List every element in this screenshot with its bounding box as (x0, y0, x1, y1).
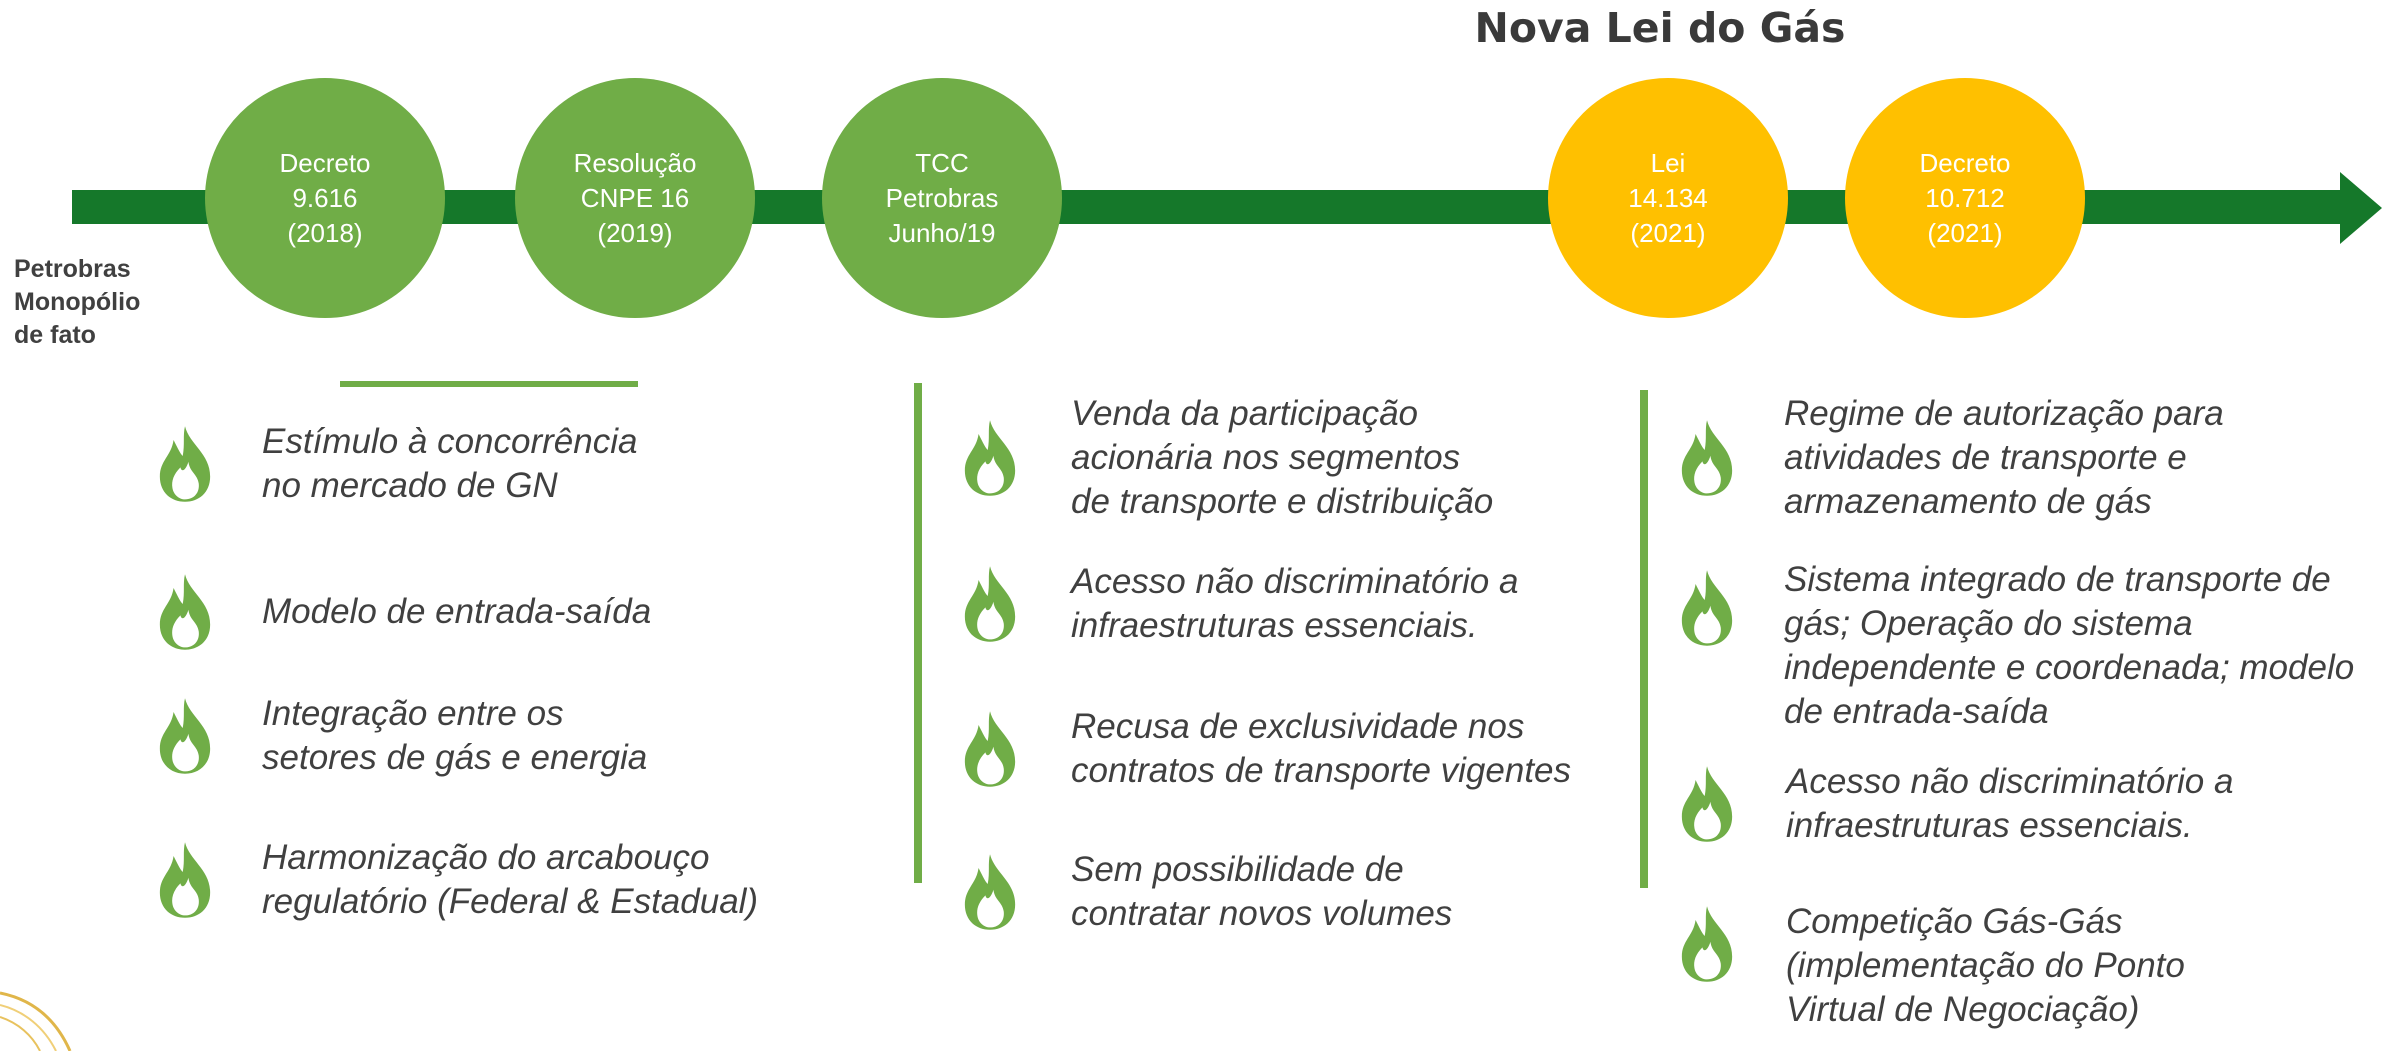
milestone-line: 9.616 (292, 182, 358, 213)
arrow-right-icon (2340, 172, 2382, 244)
start-label-line: de fato (14, 321, 96, 349)
item-text: Estímulo à concorrência no mercado de GN (262, 420, 637, 508)
start-label-line: Petrobras (14, 255, 131, 283)
list-item: Integração entre os setores de gás e ene… (150, 692, 647, 780)
flame-icon (1681, 420, 1733, 496)
start-label-line: Monopólio (14, 288, 141, 316)
item-text-line: contratos de transporte vigentes (1071, 751, 1572, 790)
item-text-line: Virtual de Negociação) (1786, 990, 2140, 1029)
item-text-line: Venda da participação (1071, 394, 1419, 433)
item-text-line: gás; Operação do sistema (1784, 604, 2193, 643)
milestone-line: Petrobras (885, 182, 999, 213)
item-text-line: infraestruturas essenciais. (1786, 806, 2193, 845)
list-item: Recusa de exclusividade nos contratos de… (955, 705, 1571, 793)
flame-icon (1681, 570, 1733, 646)
milestone-line: (2021) (1630, 217, 1706, 248)
item-text-line: Acesso não discriminatório a (1786, 762, 2234, 801)
item-text-line: regulatório (Federal & Estadual) (262, 882, 759, 921)
milestone-line: Decreto (279, 147, 371, 178)
timeline-start-label: Petrobras Monopólio de fato (14, 253, 140, 352)
page-title: Nova Lei do Gás (1474, 4, 1846, 52)
item-text-line: de entrada-saída (1784, 692, 2049, 731)
milestone-line: 10.712 (1925, 182, 2005, 213)
milestone-decreto-10712: Decreto 10.712 (2021) (1845, 78, 2085, 318)
item-text: Sem possibilidade de contratar novos vol… (1071, 848, 1452, 936)
milestone-lei-14134: Lei 14.134 (2021) (1548, 78, 1788, 318)
item-text: Recusa de exclusividade nos contratos de… (1071, 705, 1571, 793)
milestone-line: Resolução (573, 147, 697, 178)
flame-icon (964, 854, 1016, 930)
list-item: Acesso não discriminatório a infraestrut… (955, 560, 1518, 648)
decorative-swirl (0, 991, 72, 1051)
item-text-line: Recusa de exclusividade nos (1071, 707, 1525, 746)
milestone-line: Lei (1650, 147, 1686, 178)
flame-icon (964, 566, 1016, 642)
item-text-line: Integração entre os (262, 694, 564, 733)
milestone-line: (2019) (597, 217, 673, 248)
milestone-resolucao-cnpe-16: Resolução CNPE 16 (2019) (515, 78, 755, 318)
item-text-line: Acesso não discriminatório a (1071, 562, 1519, 601)
item-text: Acesso não discriminatório a infraestrut… (1786, 760, 2233, 848)
list-item: Harmonização do arcabouço regulatório (F… (150, 836, 758, 924)
item-text-line: armazenamento de gás (1784, 482, 2152, 521)
item-text-line: Regime de autorização para (1784, 394, 2224, 433)
item-text: Harmonização do arcabouço regulatório (F… (262, 836, 758, 924)
list-item: Modelo de entrada-saída (150, 572, 651, 652)
milestone-line: TCC (915, 147, 969, 178)
milestone-line: (2018) (287, 217, 363, 248)
item-text-line: Estímulo à concorrência (262, 422, 638, 461)
item-text-line: de transporte e distribuição (1071, 482, 1494, 521)
item-text-line: Sem possibilidade de (1071, 850, 1404, 889)
item-text: Modelo de entrada-saída (262, 590, 651, 634)
milestone-line: 14.134 (1628, 182, 1708, 213)
item-text: Venda da participação acionária nos segm… (1071, 392, 1493, 524)
flame-icon (964, 420, 1016, 496)
item-text: Integração entre os setores de gás e ene… (262, 692, 647, 780)
milestone-decreto-9616: Decreto 9.616 (2018) (205, 78, 445, 318)
flame-icon (159, 574, 211, 650)
item-text-line: no mercado de GN (262, 466, 558, 505)
milestone-tcc-petrobras: TCC Petrobras Junho/19 (822, 78, 1062, 318)
item-text: Competição Gás-Gás (implementação do Pon… (1786, 900, 2185, 1032)
item-text-line: infraestruturas essenciais. (1071, 606, 1478, 645)
item-text-line: Sistema integrado de transporte de (1784, 560, 2331, 599)
flame-icon (159, 426, 211, 502)
item-text-line: atividades de transporte e (1784, 438, 2187, 477)
milestone-line: CNPE 16 (580, 182, 690, 213)
item-text-line: acionária nos segmentos (1071, 438, 1461, 477)
flame-icon (1681, 906, 1733, 982)
column-2-divider (914, 383, 922, 883)
item-text-line: setores de gás e energia (262, 738, 648, 777)
flame-icon (1681, 766, 1733, 842)
list-item: Acesso não discriminatório a infraestrut… (1672, 760, 2233, 848)
item-text: Sistema integrado de transporte de gás; … (1784, 558, 2354, 734)
list-item: Competição Gás-Gás (implementação do Pon… (1672, 900, 2185, 1032)
item-text-line: Competição Gás-Gás (1786, 902, 2123, 941)
list-item: Estímulo à concorrência no mercado de GN (150, 420, 637, 508)
column-3-divider (1640, 390, 1648, 888)
list-item: Sem possibilidade de contratar novos vol… (955, 848, 1452, 936)
item-text-line: Harmonização do arcabouço (262, 838, 710, 877)
milestone-line: (2021) (1927, 217, 2003, 248)
flame-icon (159, 698, 211, 774)
milestone-line: Junho/19 (888, 217, 996, 248)
list-item: Venda da participação acionária nos segm… (955, 392, 1493, 524)
milestone-line: Decreto (1919, 147, 2011, 178)
item-text-line: contratar novos volumes (1071, 894, 1453, 933)
list-item: Regime de autorização para atividades de… (1672, 392, 2224, 524)
item-text-line: (implementação do Ponto (1786, 946, 2185, 985)
item-text: Acesso não discriminatório a infraestrut… (1071, 560, 1518, 648)
item-text-line: independente e coordenada; modelo (1784, 648, 2355, 687)
column-1-bracket (340, 381, 638, 387)
item-text: Regime de autorização para atividades de… (1784, 392, 2224, 524)
item-text-line: Modelo de entrada-saída (262, 592, 652, 631)
flame-icon (159, 842, 211, 918)
list-item: Sistema integrado de transporte de gás; … (1672, 558, 2354, 734)
flame-icon (964, 711, 1016, 787)
